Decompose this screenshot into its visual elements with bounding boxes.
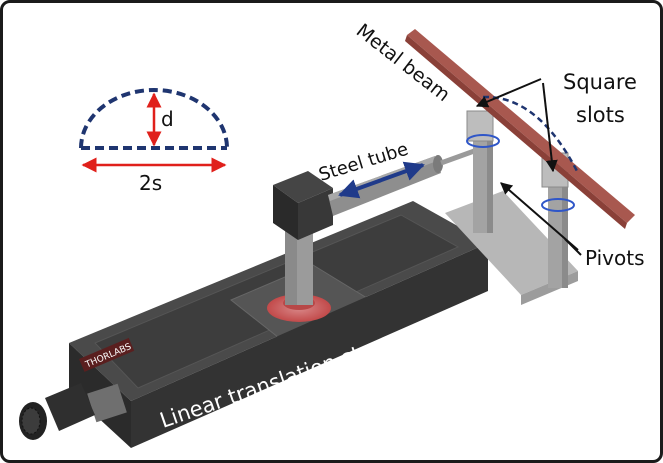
annotation-arrows: [475, 78, 582, 256]
brand-plate: [79, 337, 135, 372]
pivot-ring-front: [541, 198, 575, 212]
width-label: 2s: [139, 171, 162, 195]
micrometer-knob: [19, 383, 127, 440]
height-label: d: [161, 107, 174, 131]
tube-post: [267, 171, 333, 322]
steel-tube: [328, 147, 478, 216]
pivot-assembly: [445, 110, 578, 305]
square-slots-label-2: slots: [576, 103, 625, 127]
square-slots-label-1: Square: [563, 70, 637, 94]
arc-inset: d 2s: [79, 88, 229, 195]
translation-stage: THORLABS: [69, 201, 488, 448]
dashed-semicircle: [79, 88, 229, 149]
tube-length-arrow: [338, 161, 425, 199]
pivots-label: Pivots: [585, 246, 645, 270]
pivot-ring-rear: [466, 134, 500, 148]
setup-diagram: d 2s THORLABS: [19, 20, 645, 448]
